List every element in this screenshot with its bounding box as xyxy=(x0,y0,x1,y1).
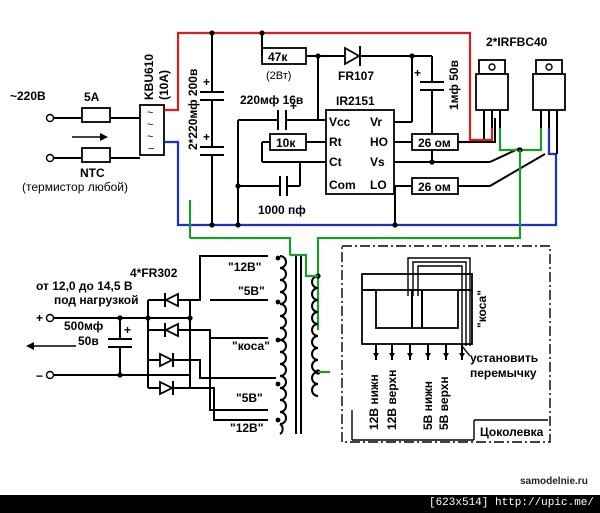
c220-capacitor: 220мф 16в + xyxy=(235,93,318,225)
pin-rt: Rt xyxy=(329,135,342,149)
tap-12v-bot: "12В" xyxy=(230,421,263,435)
transformer: "12В" "5В" "коса" "5В" "12В" xyxy=(228,255,321,435)
startup-resistor: 47к (2Вт) xyxy=(261,33,345,82)
r26-high: 26 ом xyxy=(394,133,459,151)
pin-lo: LO xyxy=(370,178,387,192)
bulk-capacitors: + + 2*220мф 200в xyxy=(186,33,224,225)
positive-rail xyxy=(164,31,472,130)
circuit-diagram: ~220В 5А NTC (термистор любой) ~ ~ ~ − K… xyxy=(10,30,566,443)
pin-kosa: "коса" xyxy=(475,290,489,328)
out-load: под нагрузкой xyxy=(54,293,139,307)
bootstrap-capacitor: + 1мф 50в xyxy=(394,53,461,162)
svg-text:~: ~ xyxy=(147,119,153,131)
pin-vs: Vs xyxy=(370,155,385,169)
pinout-label: Цоколевка xyxy=(480,425,544,439)
bulk-caps-label: 2*220мф 200в xyxy=(186,69,200,150)
fuse-label: 5А xyxy=(84,90,100,104)
pin-12v-up: 12В верхн xyxy=(385,370,399,430)
fuse xyxy=(81,107,111,123)
footer-info: [623x514] http://upic.me/ xyxy=(428,497,594,509)
fr107-diode: FR107 xyxy=(338,46,412,83)
output-wire xyxy=(316,150,522,330)
mains-label: ~220В xyxy=(10,89,46,103)
pin-com: Com xyxy=(329,178,356,192)
r10k-label: 10к xyxy=(276,136,296,150)
svg-text:+: + xyxy=(203,130,210,144)
pin-12v-low: 12В нижн xyxy=(367,374,381,430)
svg-text:+: + xyxy=(203,75,210,89)
svg-text:−: − xyxy=(148,143,154,155)
chip-label: IR2151 xyxy=(336,94,375,108)
pin-vr: Vr xyxy=(370,115,382,129)
mosfets-label: 2*IRFBC40 xyxy=(486,35,548,49)
r47k-label: 47к xyxy=(268,50,288,64)
svg-text:+: + xyxy=(124,323,131,337)
out-range: от 12,0 до 14,5 В xyxy=(36,279,133,293)
jumper-text-2: перемычку xyxy=(470,366,537,380)
tap-12v-top: "12В" xyxy=(228,260,261,274)
r47k-power: (2Вт) xyxy=(266,70,291,82)
diode-bridge: ~ ~ ~ − KBU610 (10А) xyxy=(139,54,171,156)
svg-text:+: + xyxy=(290,99,297,113)
pinout-diagram: "коса" 12В нижн 12В верхн 5В нижн 5В вер… xyxy=(341,245,551,443)
fr107-label: FR107 xyxy=(338,69,374,83)
ntc-label: NTC xyxy=(80,166,105,180)
footer-bar: [623x514] http://upic.me/ xyxy=(0,495,600,513)
jumper-text-1: установить xyxy=(470,351,538,365)
pin-ho: HO xyxy=(370,135,388,149)
negative-rail xyxy=(164,140,558,227)
r10k-resistor: 10к xyxy=(261,133,326,163)
mosfets: 2*IRFBC40 xyxy=(475,35,566,128)
pin-vcc: Vcc xyxy=(329,115,351,129)
c500-voltage: 50в xyxy=(78,334,99,348)
output-section: от 12,0 до 14,5 В под нагрузкой 4*FR302 … xyxy=(26,266,193,396)
watermark: samodelnie.ru xyxy=(520,476,588,487)
c1mf-label: 1мф 50в xyxy=(447,60,461,110)
ir2151-chip: IR2151 Vcc Vr Rt HO Ct Vs Com LO xyxy=(325,94,395,195)
svg-text:+: + xyxy=(414,66,421,80)
r26-low: 26 ом xyxy=(394,153,546,195)
bridge-label: KBU610 xyxy=(142,54,156,100)
c1000-label: 1000 пф xyxy=(258,203,306,217)
pin-ct: Ct xyxy=(329,155,342,169)
r26a-label: 26 ом xyxy=(418,136,451,150)
r26b-label: 26 ом xyxy=(418,180,451,194)
minus-label: − xyxy=(36,369,43,383)
plus-label: + xyxy=(36,311,43,325)
diodes-label: 4*FR302 xyxy=(130,266,178,280)
pin-5v-up: 5В верхн xyxy=(437,376,451,430)
c500-label: 500мф xyxy=(64,319,104,333)
tap-5v-top: "5В" xyxy=(238,284,265,298)
thermistor-label: (термистор любой) xyxy=(22,180,128,194)
svg-text:~: ~ xyxy=(147,107,153,119)
tap-kosa: "коса" xyxy=(232,339,270,353)
mains-input: ~220В 5А NTC (термистор любой) xyxy=(10,89,140,194)
tap-5v-bot: "5В" xyxy=(236,391,263,405)
pin-5v-low: 5В нижн xyxy=(421,381,435,430)
bridge-current: (10А) xyxy=(157,70,171,100)
svg-text:~: ~ xyxy=(147,131,153,143)
c220-label: 220мф 16в xyxy=(240,93,303,107)
c1000-capacitor: 1000 пф xyxy=(238,162,306,217)
ntc-thermistor xyxy=(81,147,111,163)
